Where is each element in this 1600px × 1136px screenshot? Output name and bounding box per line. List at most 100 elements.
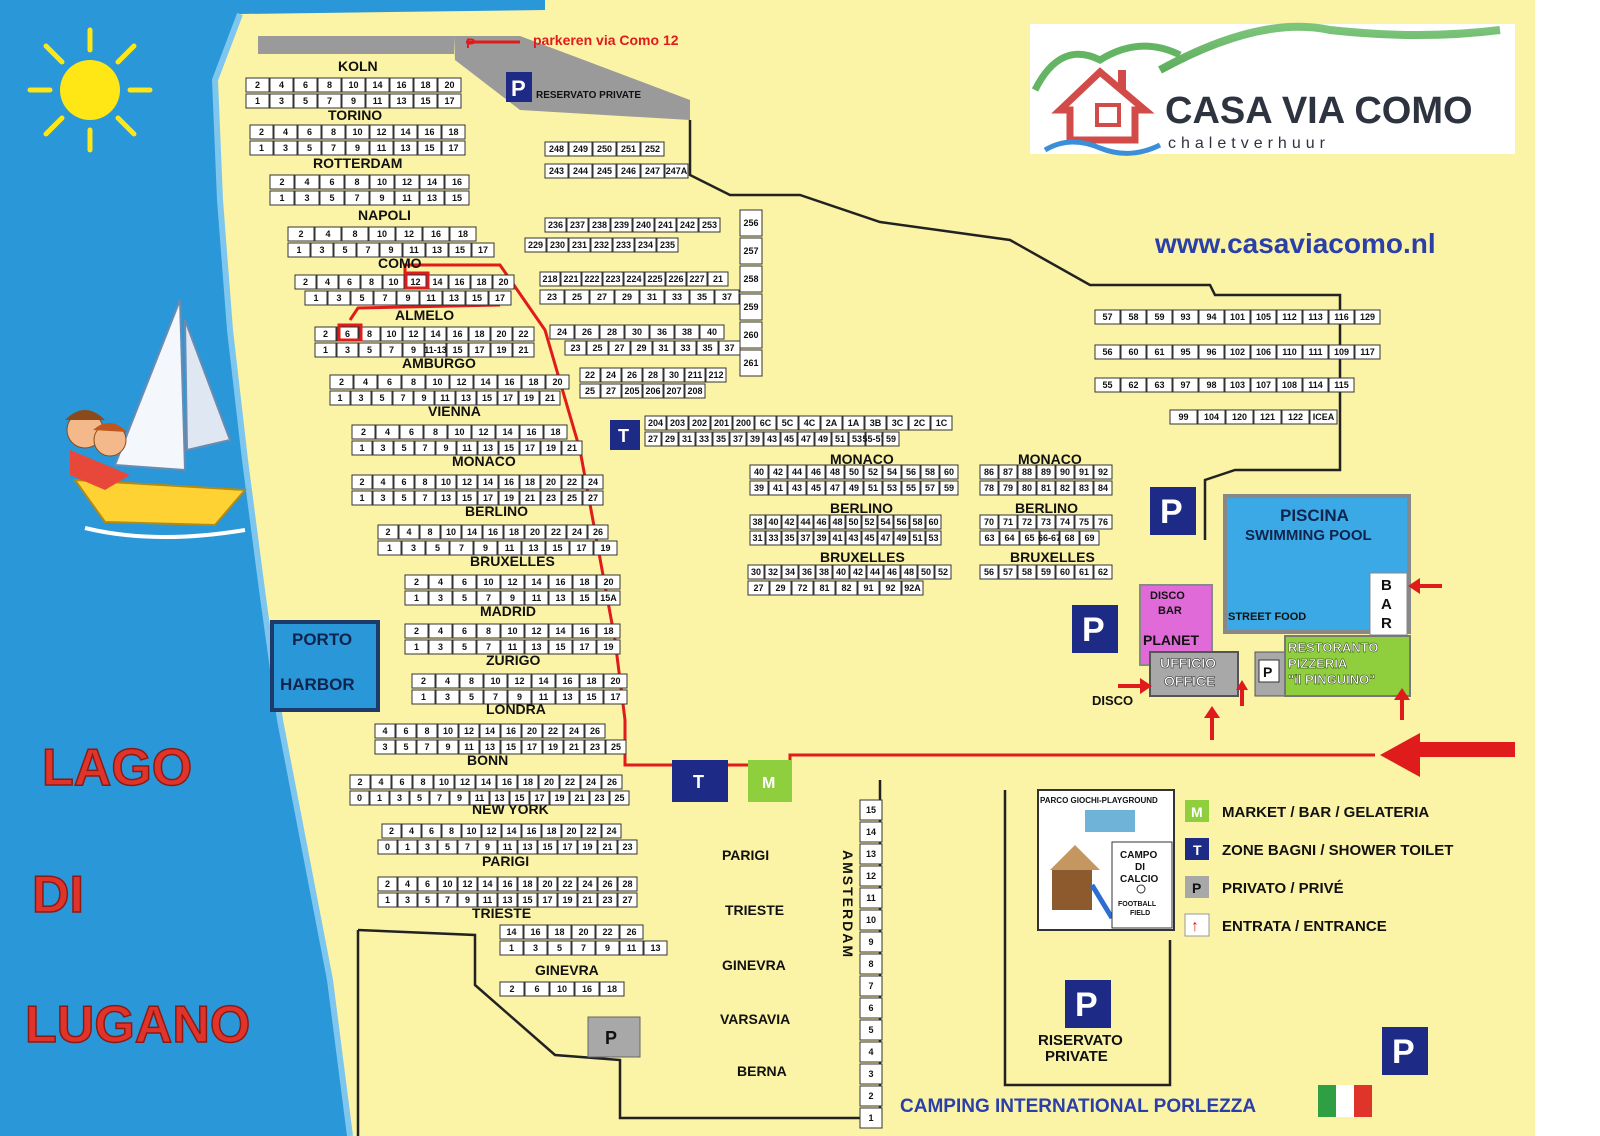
plot-newyork_odd-2: 3 (417, 839, 438, 855)
plot-zurigo_even-1: 4 (435, 673, 460, 689)
plot-newyork_odd-9: 17 (557, 839, 578, 855)
plot-monaco_mid_even-0: 40 (749, 464, 769, 480)
plot-berlino_mid_even-0: 38 (749, 514, 766, 530)
plot-label-amburgo_odd-7: 15 (482, 393, 492, 403)
plot-right_cols_a-9: 116 (1328, 309, 1355, 325)
plot-col_256-0: 256 (739, 209, 763, 237)
plot-almelo_even-4: 12 (402, 326, 425, 342)
plot-label-almelo_even-4: 12 (408, 329, 418, 339)
plot-label-right_cols_a-9: 116 (1334, 312, 1349, 322)
plot-center_c-1: 237 (566, 217, 589, 233)
plot-monaco_mid_even-9: 58 (920, 464, 940, 480)
plot-col_256-3: 259 (739, 293, 763, 321)
plot-londra_odd-7: 17 (521, 739, 543, 755)
plot-label-center_t_row-0: 204 (648, 418, 663, 428)
plot-monaco_mid_even-4: 48 (825, 464, 845, 480)
plot-label-right_cols_a-2: 59 (1154, 312, 1164, 322)
plot-label-parigi_odd-5: 11 (483, 895, 493, 905)
plot-label-zurigo_even-2: 8 (469, 676, 474, 686)
plot-amsterdam_col-13: 2 (859, 1085, 883, 1107)
plot-label-koln_even-5: 14 (372, 80, 382, 90)
plot-label-berlino_odd-3: 7 (459, 543, 464, 553)
plot-zurigo_even-3: 10 (483, 673, 508, 689)
plot-como_even-6: 14 (426, 274, 449, 290)
plot-label-torino_odd-3: 7 (331, 143, 336, 153)
plot-label-como_even-2: 6 (347, 277, 352, 287)
plot-bonn_odd-4: 7 (429, 790, 450, 806)
bar-letter-b: B (1381, 577, 1392, 594)
plot-madrid_odd-8: 19 (596, 639, 621, 655)
plot-londra_odd-11: 25 (605, 739, 627, 755)
plot-label-parigi_odd-3: 7 (445, 895, 450, 905)
plot-label-vienna_odd-7: 15 (504, 443, 514, 453)
plot-label-bruxelles_odd-5: 11 (532, 593, 542, 603)
plot-label-right_cols_a-5: 101 (1230, 312, 1245, 322)
street-bonn: BONN (467, 752, 508, 768)
plot-label-monaco_odd-10: 25 (567, 493, 577, 503)
plot-napoli_odd-3: 7 (356, 242, 380, 258)
plot-label-berlino_even-10: 26 (593, 527, 603, 537)
plot-monaco_odd-5: 15 (456, 490, 478, 506)
plot-center_e-6: 226 (665, 271, 687, 287)
plot-label-ginevra-3: 16 (582, 984, 592, 994)
plot-label-almelo_even-0: 2 (323, 329, 328, 339)
plot-label-monaco_odd-1: 3 (380, 493, 385, 503)
legend-toilet-swatch (1185, 838, 1209, 860)
plot-label-monaco_mid_odd-3: 45 (811, 483, 821, 493)
plot-label-amsterdam_col-3: 12 (866, 871, 876, 881)
plot-parigi_even-9: 22 (557, 876, 578, 892)
plot-label-right_cols_c-3: 97 (1180, 380, 1190, 390)
plot-label-parigi_odd-7: 15 (522, 895, 532, 905)
street-koln: KOLN (338, 58, 378, 74)
plot-ginevra-1: 6 (524, 981, 550, 997)
plot-label-berlino_right_odd-4: 68 (1064, 533, 1074, 543)
plot-label-parigi_even-7: 18 (522, 879, 532, 889)
plot-label-amburgo_even-1: 4 (363, 377, 368, 387)
plot-label-vienna_odd-1: 3 (380, 443, 385, 453)
plot-label-trieste_odd-4: 9 (605, 943, 610, 953)
plot-label-berlino_mid_odd-5: 41 (832, 533, 842, 543)
plot-ginevra-2: 10 (549, 981, 575, 997)
plot-label-torino_even-0: 2 (259, 127, 264, 137)
plot-newyork_odd-8: 15 (537, 839, 558, 855)
plot-center_top_b-5: 247A (664, 163, 689, 179)
plot-label-center_h-7: 37 (724, 343, 734, 353)
plot-bruxelles_mid_even-1: 32 (764, 564, 782, 580)
plot-label-berlino_mid_even-0: 38 (752, 517, 762, 527)
plot-amsterdam_col-11: 4 (859, 1041, 883, 1063)
plot-bonn_even-0: 2 (349, 774, 371, 790)
plot-label-vienna_odd-4: 9 (443, 443, 448, 453)
plot-label-center_f-3: 29 (622, 292, 632, 302)
plot-bruxelles_right-1: 57 (998, 564, 1018, 580)
plot-right_cols_a-3: 93 (1172, 309, 1199, 325)
highlight-como-12 (404, 271, 430, 290)
plot-col_256-5: 261 (739, 349, 763, 377)
plot-label-monaco_right_even-6: 92 (1098, 467, 1108, 477)
plot-center_d-1: 230 (546, 237, 569, 253)
plot-label-bruxelles_mid_odd-3: 81 (819, 583, 829, 593)
website-link[interactable]: www.casaviacomo.nl (1154, 228, 1436, 259)
plot-center_g-0: 24 (549, 324, 575, 340)
plot-napoli_odd-2: 5 (333, 242, 357, 258)
plot-como_odd-3: 7 (373, 290, 397, 306)
plot-center_t_row-12: 2C (908, 415, 931, 431)
plot-londra_even-0: 4 (374, 723, 396, 739)
plot-label-zurigo_even-4: 12 (514, 676, 524, 686)
plot-madrid_odd-1: 3 (428, 639, 453, 655)
plot-label-center_t_row-6: 5C (782, 418, 794, 428)
plot-right_cols_b-4: 96 (1198, 344, 1225, 360)
plot-right_cols_a-0: 57 (1094, 309, 1121, 325)
plot-amsterdam_col-7: 8 (859, 953, 883, 975)
plot-label-bruxelles_right-0: 56 (984, 567, 994, 577)
plot-berlino_mid_odd-0: 31 (749, 530, 766, 546)
plot-bruxelles_mid_odd-2: 72 (791, 580, 814, 596)
plot-londra_odd-0: 3 (374, 739, 396, 755)
plot-almelo_even-9: 22 (512, 326, 535, 342)
plot-center_t_row2-6: 39 (746, 431, 764, 447)
plot-label-zurigo_even-8: 20 (610, 676, 620, 686)
plot-label-torino_odd-8: 17 (448, 143, 458, 153)
plot-monaco_odd-7: 19 (498, 490, 520, 506)
plot-londra_odd-8: 19 (542, 739, 564, 755)
plot-center_c-5: 241 (654, 217, 677, 233)
plot-bonn_even-12: 26 (601, 774, 623, 790)
